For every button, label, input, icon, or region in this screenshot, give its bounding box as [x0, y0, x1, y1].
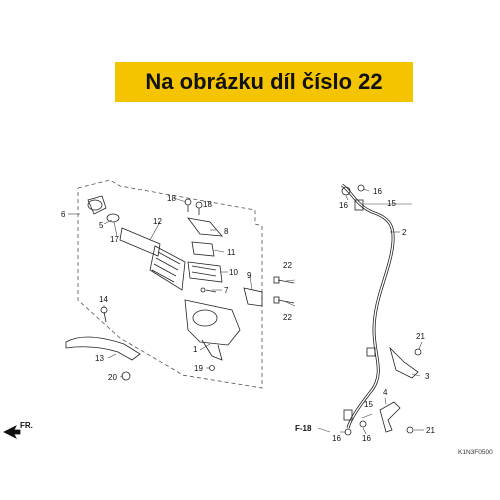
part-label-9: 9: [247, 271, 252, 280]
part-label-4: 4: [383, 388, 388, 397]
part-label-6: 6: [61, 210, 66, 219]
part-label-20: 20: [108, 373, 117, 382]
direction-label: FR.: [20, 421, 33, 430]
front-direction-arrow: [3, 425, 21, 439]
part-label-12: 12: [153, 217, 162, 226]
part-label-19: 19: [194, 364, 203, 373]
part-label-16d: 16: [332, 434, 341, 443]
part-label-16a: 16: [373, 187, 382, 196]
part-label-17: 17: [110, 235, 119, 244]
brake-hose: [341, 183, 422, 436]
part-label-18b: 18: [203, 200, 212, 209]
part-label-22b: 22: [283, 313, 292, 322]
reference-label: F-18: [295, 424, 312, 433]
part-label-5: 5: [99, 221, 104, 230]
bolts-22: [273, 276, 295, 304]
banner-text: Na obrázku díl číslo 22: [145, 69, 383, 94]
part-label-10: 10: [229, 268, 238, 277]
part-label-7: 7: [224, 286, 229, 295]
part-label-15b: 15: [364, 400, 373, 409]
part-label-21a: 21: [416, 332, 425, 341]
highlight-banner: Na obrázku díl číslo 22: [115, 62, 413, 102]
part-label-21b: 21: [426, 426, 435, 435]
part-label-14: 14: [99, 295, 108, 304]
part-label-3: 3: [425, 372, 430, 381]
master-cylinder-parts: [65, 195, 263, 381]
part-label-15a: 15: [387, 199, 396, 208]
part-label-11: 11: [227, 248, 236, 257]
diagram-code: K1N3F0500: [458, 449, 493, 456]
part-label-8: 8: [224, 227, 229, 236]
assembly-boundary: [77, 179, 263, 389]
part-label-13: 13: [95, 354, 104, 363]
part-label-2: 2: [402, 228, 407, 237]
part-label-22a: 22: [283, 261, 292, 270]
leader-lines: [68, 188, 424, 435]
part-label-18a: 18: [167, 194, 176, 203]
part-label-16c: 16: [362, 434, 371, 443]
part-label-16b: 16: [339, 201, 348, 210]
part-label-1: 1: [193, 345, 198, 354]
